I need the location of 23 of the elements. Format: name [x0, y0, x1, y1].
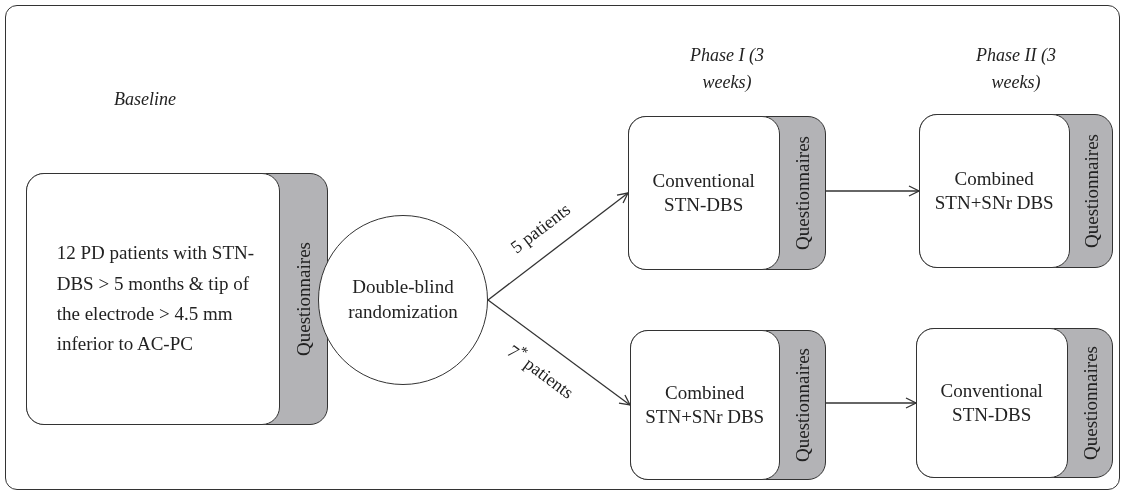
tab-label: Questionnaires [1080, 134, 1103, 248]
tab-label: Questionnaires [792, 136, 814, 250]
randomization-circle: Double-blind randomization [318, 215, 488, 385]
tab-label: Questionnaires [293, 242, 315, 356]
box-text: Conventional STN-DBS [627, 115, 780, 271]
box-text: Combined STN+SNr DBS [918, 113, 1070, 269]
process-box [916, 328, 1113, 478]
box-text: Combined STN+SNr DBS [629, 329, 780, 481]
column-heading: Baseline [114, 88, 176, 111]
column-heading: Phase II (3 weeks) [975, 44, 1057, 94]
arrow [487, 192, 629, 301]
process-box [630, 330, 826, 480]
process-box [628, 116, 826, 270]
tab-label: Questionnaires [792, 348, 814, 462]
box-text: 12 PD patients with STN-DBS > 5 months & tip of the electrode > 4.5 mm inferior to AC-PC [25, 172, 280, 426]
column-heading: Phase I (3 weeks) [689, 44, 765, 94]
arrow [825, 397, 917, 409]
process-box [26, 173, 328, 425]
box-text: Conventional STN-DBS [915, 327, 1068, 479]
arrow [487, 299, 631, 406]
process-box [919, 114, 1113, 268]
arrow [825, 185, 920, 197]
tab-label: Questionnaires [1079, 346, 1102, 460]
